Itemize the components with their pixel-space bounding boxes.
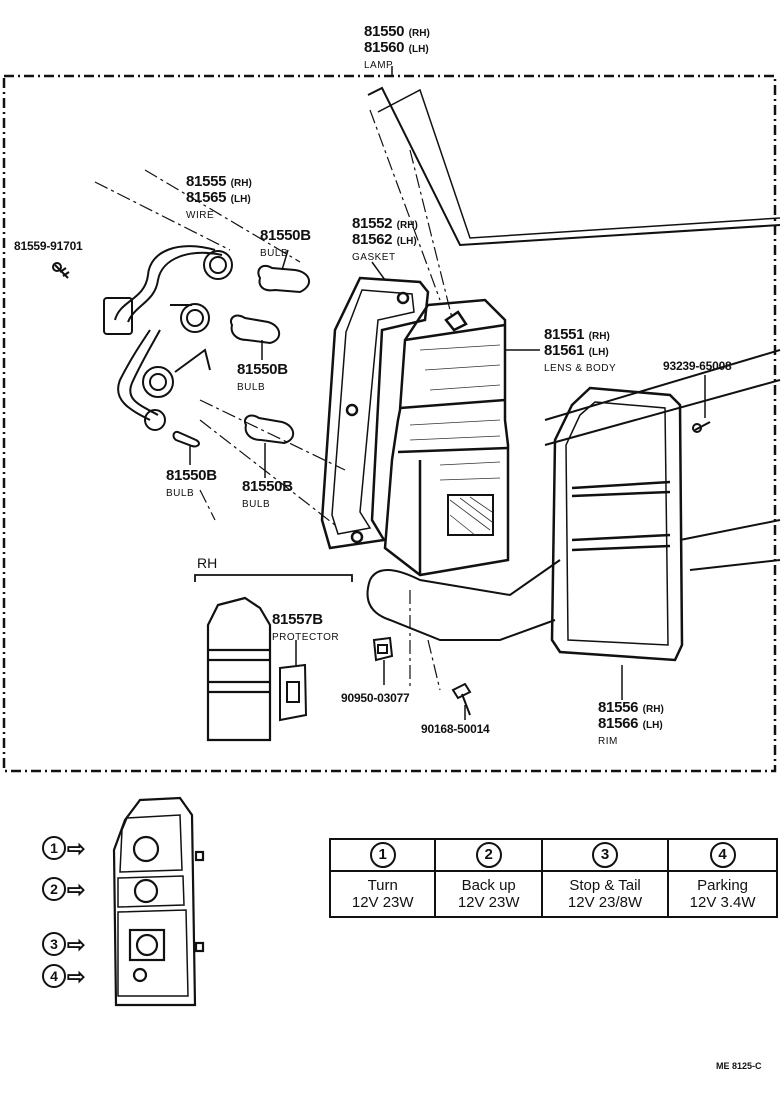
lens-side-rh: (RH): [588, 331, 610, 342]
gasket-pn-lh: 81562: [352, 231, 393, 248]
bulb-b-label: 81550B BULB: [237, 361, 288, 393]
col-2-header: 2: [434, 838, 543, 872]
lens-texture: [409, 344, 501, 536]
lens-pn-lh: 81561: [544, 342, 585, 359]
gasket-name: GASKET: [352, 252, 396, 263]
rim-label: 81556 (RH) 81566 (LH) RIM: [598, 700, 664, 748]
position-marker-4: 4⇨: [42, 964, 85, 990]
arrow-right-icon: ⇨: [67, 932, 86, 957]
gasket-shape: [320, 276, 430, 550]
lamp-label: 81550 (RH) 81560 (LH) LAMP: [364, 24, 430, 72]
col-1-cell: Turn 12V 23W: [328, 870, 437, 918]
rim-shape: [550, 386, 684, 700]
lens-body-shape: [383, 298, 510, 577]
table-row: Turn 12V 23W Back up 12V 23W Stop & Tail…: [328, 870, 778, 918]
screw-top-label: 81559-91701: [14, 239, 83, 253]
arrow-right-icon: ⇨: [67, 877, 86, 902]
lens-side-lh: (LH): [588, 347, 609, 358]
protector-label: 81557B PROTECTOR: [272, 611, 340, 643]
nut-shape: [372, 636, 394, 685]
position-marker-2: 2⇨: [42, 877, 85, 903]
rh-bracket: [194, 574, 353, 582]
wire-side-rh: (RH): [230, 178, 252, 189]
rim-name: RIM: [598, 736, 618, 747]
wire-label: 81555 (RH) 81565 (LH) WIRE: [186, 174, 252, 222]
rim-pn-rh: 81556: [598, 699, 639, 716]
col-4-cell: Parking 12V 3.4W: [667, 870, 778, 918]
wire-side-lh: (LH): [230, 194, 251, 205]
gasket-label: 81552 (RH) 81562 (LH) GASKET: [352, 216, 418, 264]
lamp-side-lh: (LH): [408, 44, 429, 55]
screw-rim-shape: [692, 375, 711, 433]
bulb-shapes: [172, 264, 310, 448]
nut-label: 90950-03077: [341, 691, 410, 705]
gasket-pn-rh: 81552: [352, 215, 393, 232]
bulb-spec-table: 1 2 3 4 Turn 12V 23W Back up 12V 23W Sto…: [328, 838, 778, 918]
arrow-right-icon: ⇨: [67, 964, 86, 989]
gasket-side-rh: (RH): [396, 220, 418, 231]
wire-name: WIRE: [186, 210, 215, 221]
lens-pn-rh: 81551: [544, 326, 585, 343]
protector-small-shape: [279, 640, 308, 722]
figure-code: ME 8125-C: [716, 1061, 762, 1071]
bolt-shape: [451, 682, 472, 720]
lens-name: LENS & BODY: [544, 363, 617, 374]
screw-small: [52, 262, 70, 279]
wire-pn-rh: 81555: [186, 173, 227, 190]
bulb-d-label: 81550B BULB: [242, 478, 293, 510]
col-3-cell: Stop & Tail 12V 23/8W: [540, 870, 670, 918]
lamp-pn-rh: 81550: [364, 23, 405, 40]
rh-group-label: RH: [197, 555, 218, 571]
rim-pn-lh: 81566: [598, 715, 639, 732]
col-1-header: 1: [328, 838, 437, 872]
position-marker-1: 1⇨: [42, 836, 85, 862]
protector-cover-shape: [206, 596, 272, 742]
lens-label: 81551 (RH) 81561 (LH) LENS & BODY: [544, 327, 616, 375]
wire-pn-lh: 81565: [186, 189, 227, 206]
bulb-a-label: 81550B BULB: [260, 227, 311, 259]
assembly-frame: [2, 74, 777, 773]
arrow-right-icon: ⇨: [67, 836, 86, 861]
lamp-front-view: [112, 796, 205, 1007]
vehicle-body-outline: [366, 86, 781, 641]
wire-harness: [103, 245, 233, 431]
lamp-name: LAMP: [364, 60, 394, 71]
col-4-header: 4: [667, 838, 778, 872]
screw-rim-label: 93239-65008: [663, 359, 732, 373]
rim-side-rh: (RH): [642, 704, 664, 715]
col-2-cell: Back up 12V 23W: [434, 870, 543, 918]
lamp-side-rh: (RH): [408, 28, 430, 39]
rim-side-lh: (LH): [642, 720, 663, 731]
gasket-side-lh: (LH): [396, 236, 417, 247]
bolt-label: 90168-50014: [421, 722, 490, 736]
table-header-row: 1 2 3 4: [328, 838, 778, 872]
position-marker-3: 3⇨: [42, 932, 85, 958]
lamp-pn-lh: 81560: [364, 39, 405, 56]
col-3-header: 3: [540, 838, 670, 872]
bulb-c-label: 81550B BULB: [166, 467, 217, 499]
